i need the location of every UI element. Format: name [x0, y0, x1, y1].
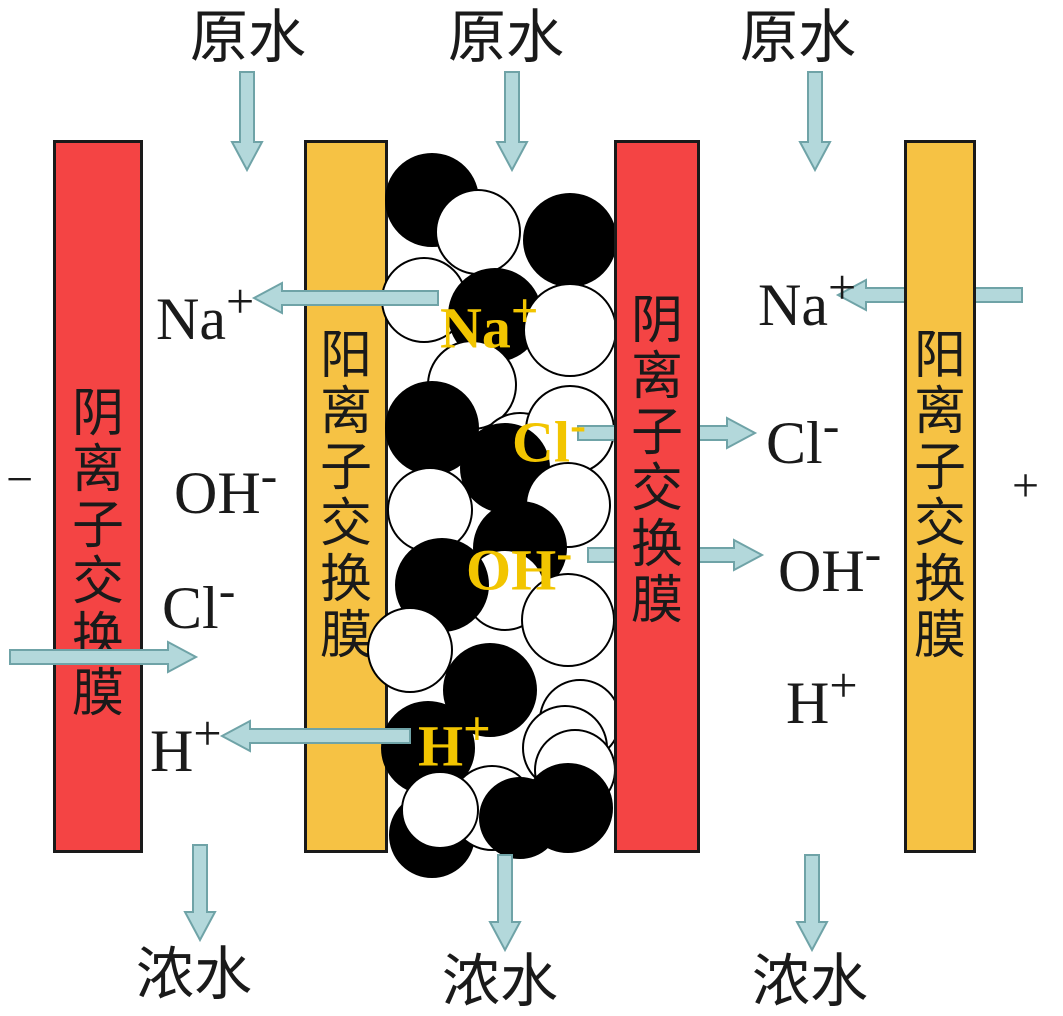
- concentrate-arrow-right: [795, 854, 829, 953]
- ion-h-right: H+: [786, 657, 858, 736]
- resin-bead-light: [367, 607, 453, 693]
- anion-membrane-left: 阴离子交换膜: [53, 140, 143, 853]
- membrane-label: 阳离子交换膜: [913, 326, 966, 666]
- resin-bead-light: [435, 189, 521, 275]
- ion-cl-left: Cl-: [162, 562, 236, 641]
- arrow-cl-into-left: [9, 640, 199, 674]
- feed-label-left: 原水: [190, 3, 307, 71]
- ion-cl-right: Cl-: [766, 397, 840, 476]
- ion-oh-left: OH-: [174, 447, 278, 526]
- resin-bead-light: [401, 771, 479, 849]
- membrane-label: 阴离子交换膜: [630, 291, 683, 631]
- feed-arrow-right: [798, 71, 832, 173]
- ion-na-resin: Na+: [440, 285, 539, 361]
- ion-oh-resin: OH-: [466, 527, 573, 603]
- negative-electrode-sign: −: [6, 453, 34, 506]
- positive-electrode-sign: +: [1012, 459, 1040, 512]
- feed-arrow-center: [495, 71, 529, 173]
- feed-label-center: 原水: [448, 3, 565, 71]
- ion-h-resin: H+: [418, 703, 491, 779]
- membrane-label: 阳离子交换膜: [319, 326, 372, 666]
- arrow-na-to-left: [251, 281, 439, 315]
- concentrate-label-left: 浓水: [136, 940, 253, 1008]
- ion-h-left: H+: [150, 705, 222, 784]
- resin-bead-light: [387, 467, 473, 553]
- resin-bead-dark: [479, 777, 561, 859]
- resin-bead-dark: [443, 643, 537, 737]
- ion-na-left: Na+: [156, 273, 255, 352]
- concentrate-label-right: 浓水: [752, 947, 869, 1015]
- feed-label-right: 原水: [740, 3, 857, 71]
- ion-na-right: Na+: [758, 259, 857, 338]
- concentrate-label-center: 浓水: [442, 947, 559, 1015]
- ion-oh-right: OH-: [778, 525, 882, 604]
- ion-cl-resin: Cl-: [512, 399, 587, 475]
- feed-arrow-left: [230, 71, 264, 173]
- anion-membrane-right: 阴离子交换膜: [614, 140, 700, 853]
- resin-bed: [367, 153, 621, 878]
- resin-bead-dark: [523, 193, 617, 287]
- concentrate-arrow-center: [488, 854, 522, 953]
- concentrate-arrow-left: [183, 844, 217, 943]
- arrow-h-to-left: [219, 719, 411, 753]
- cation-membrane-right: 阳离子交换膜: [904, 140, 976, 853]
